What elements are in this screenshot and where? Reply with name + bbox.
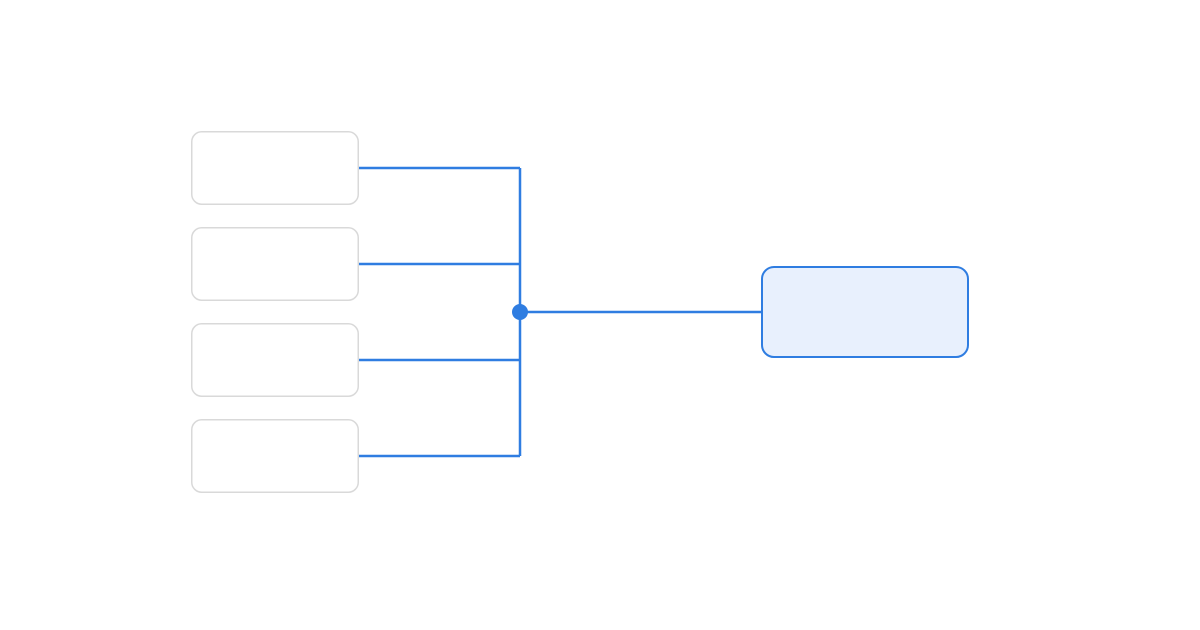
- junction-dot: [512, 304, 528, 320]
- input-node: [191, 131, 359, 205]
- input-node: [191, 227, 359, 301]
- output-node: [761, 266, 969, 358]
- input-node-group: [191, 131, 359, 493]
- input-node: [191, 323, 359, 397]
- input-node: [191, 419, 359, 493]
- connector-group: [359, 166, 761, 458]
- junction-group: [512, 304, 528, 320]
- output-node-group: [761, 266, 969, 358]
